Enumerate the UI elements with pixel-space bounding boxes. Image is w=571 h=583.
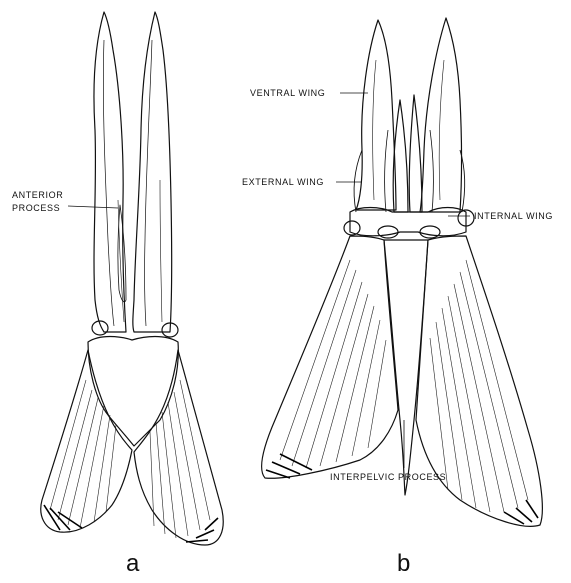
panel-b-left-fin: [262, 236, 398, 478]
panel-b-right-ventral-wing: [420, 18, 462, 212]
panel-letter-a: a: [126, 552, 139, 576]
label-ventral-wing: VENTRAL WING: [250, 88, 325, 99]
label-internal-wing: INTERNAL WING: [474, 211, 553, 222]
panel-a-right-bone: [133, 12, 172, 332]
panel-a-right-fin: [134, 350, 223, 545]
panel-b-left-ventral-wing: [356, 20, 396, 210]
panel-a-drawing: [41, 12, 223, 545]
label-anterior-process-line2: PROCESS: [12, 203, 60, 214]
label-interpelvic-process: INTERPELVIC PROCESS: [330, 472, 446, 483]
panel-letter-b: b: [397, 552, 410, 576]
panel-b-interpelvic-process: [384, 240, 428, 495]
label-anterior-process-line1: ANTERIOR: [12, 190, 63, 201]
panel-a-central-plate: [88, 337, 178, 447]
label-external-wing: EXTERNAL WING: [242, 177, 324, 188]
panel-a-left-bone: [94, 12, 126, 332]
panel-a-left-fin: [41, 350, 132, 532]
